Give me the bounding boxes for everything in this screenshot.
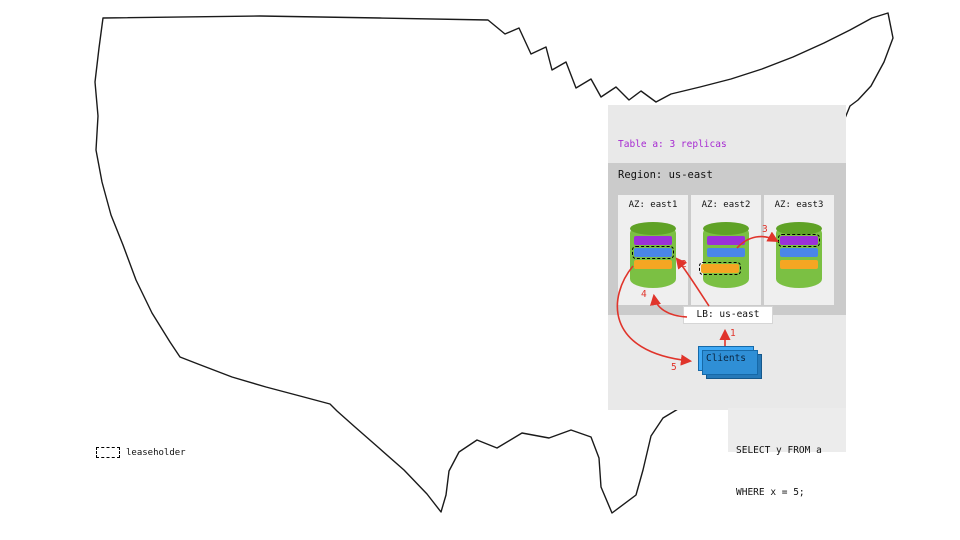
arrow-label-1: 1 <box>730 328 736 339</box>
database-cylinder-east2 <box>699 222 749 288</box>
sql-query-box: SELECT y FROM a WHERE x = 5; <box>728 408 846 498</box>
replica-bar-index-a <box>780 248 818 257</box>
arrow-label-4: 4 <box>641 289 647 300</box>
replica-bar-table-a-leaseholder <box>778 234 820 247</box>
replica-bar-table-a <box>707 236 745 245</box>
leaseholder-legend-label: leaseholder <box>126 447 186 458</box>
sql-line-1: SELECT y FROM a <box>736 445 822 456</box>
database-cylinder-east3 <box>776 222 822 288</box>
leaseholder-swatch-icon <box>96 447 120 458</box>
az-label-east3: AZ: east3 <box>774 200 824 210</box>
arrow-label-2: 2 <box>681 259 687 270</box>
load-balancer-box: LB: us-east <box>683 306 773 324</box>
leaseholder-legend: leaseholder <box>96 447 186 458</box>
az-row: AZ: east1 AZ: east2 <box>618 195 834 305</box>
arrow-label-3: 3 <box>762 224 768 235</box>
replica-bars-east2 <box>699 236 745 275</box>
replica-bar-table-b <box>780 260 818 269</box>
replica-bar-table-b <box>634 260 672 269</box>
replica-bar-index-a-leaseholder <box>632 246 674 259</box>
replica-bars-east1 <box>632 236 674 269</box>
arrow-label-5: 5 <box>671 362 677 373</box>
database-cylinder-east1 <box>630 222 676 288</box>
legend-item-table-a: Table a: 3 replicas <box>618 139 727 150</box>
replica-bar-table-a <box>634 236 672 245</box>
topology-panel: Table a: 3 replicas Index a: 3 replicas … <box>608 105 846 410</box>
az-box-east1: AZ: east1 <box>618 195 688 305</box>
replica-bar-table-b-leaseholder <box>699 262 741 275</box>
az-label-east1: AZ: east1 <box>628 200 678 210</box>
region-title: Region: us-east <box>618 169 713 181</box>
replica-bar-index-a <box>707 248 745 257</box>
az-label-east2: AZ: east2 <box>701 200 751 210</box>
clients-box: Clients <box>698 346 762 379</box>
sql-line-2: WHERE x = 5; <box>736 487 805 498</box>
replica-bars-east3 <box>778 234 820 269</box>
az-box-east3: AZ: east3 <box>764 195 834 305</box>
az-box-east2: AZ: east2 <box>691 195 761 305</box>
